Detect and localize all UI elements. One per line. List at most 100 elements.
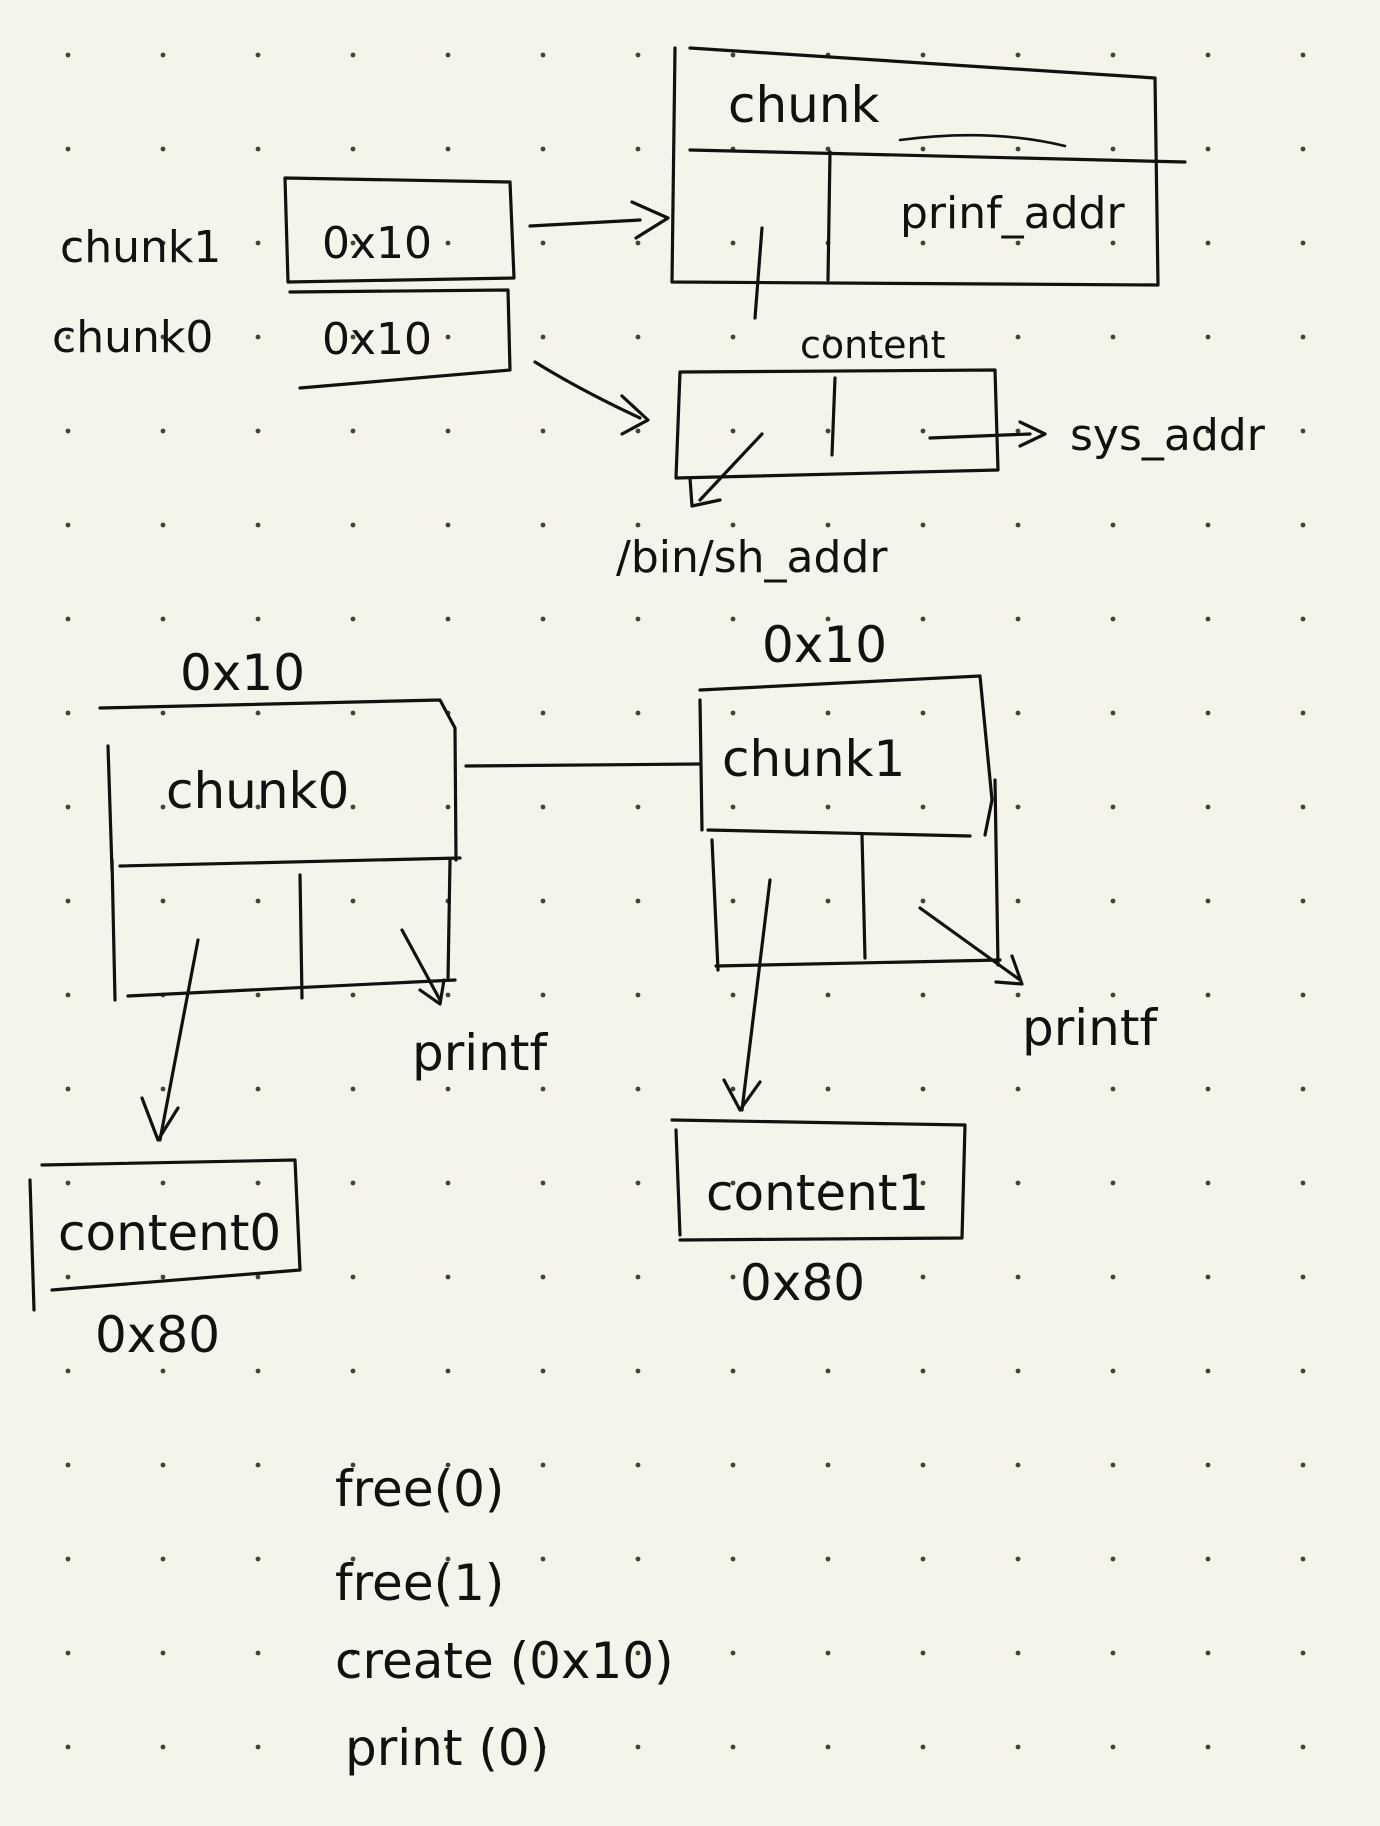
grid-dot [1015,1462,1021,1468]
grid-dot [825,710,831,716]
grid-dot [825,1180,831,1186]
binsh-arrow [698,432,764,502]
grid-dot [350,710,356,716]
grid-dot [1110,522,1116,528]
content1-pointer-arrow [740,878,772,1112]
grid-dot [350,992,356,998]
grid-dot [160,522,166,528]
grid-dot [1205,616,1211,622]
grid-dot [635,334,641,340]
grid-dot [445,1556,451,1562]
grid-dot [445,1274,451,1280]
grid-dot [635,616,641,622]
grid-dot [160,804,166,810]
grid-dot [1015,898,1021,904]
grid-dot [635,52,641,58]
grid-dot [635,240,641,246]
grid-dot [635,522,641,528]
grid-dot [160,1086,166,1092]
chunk0-cell-right [446,858,452,982]
chunk1-box-left [698,698,704,832]
chunk-box-cell-divider [826,150,832,282]
grid-dot [350,146,356,152]
grid-dot [1015,804,1021,810]
grid-dot [350,1744,356,1750]
content1-size-label: 0x80 [740,1254,865,1312]
grid-dot [920,146,926,152]
grid-dot [160,1274,166,1280]
grid-dot [1300,522,1306,528]
grid-dot [1015,1180,1021,1186]
grid-dot [635,992,641,998]
grid-dot [160,1744,166,1750]
grid-dot [1205,1650,1211,1656]
grid-dot [1300,334,1306,340]
grid-dot [350,428,356,434]
grid-dot [1300,428,1306,434]
grid-dot [350,616,356,622]
grid-dot [825,898,831,904]
grid-dot [65,1650,71,1656]
grid-dot [1110,1556,1116,1562]
grid-dot [635,1650,641,1656]
grid-dot [1205,1556,1211,1562]
grid-dot [635,804,641,810]
grid-dot [825,992,831,998]
chunk1-label: chunk1 [60,222,221,273]
grid-dot [255,1274,261,1280]
grid-dot [160,710,166,716]
grid-dot [920,1556,926,1562]
grid-dot [65,804,71,810]
grid-dot [1015,146,1021,152]
grid-dot [635,1556,641,1562]
grid-dot [540,1368,546,1374]
grid-dot [1205,992,1211,998]
grid-dot [730,1744,736,1750]
grid-dot [730,616,736,622]
grid-dot [1110,992,1116,998]
chunk1-title: chunk1 [722,730,905,788]
grid-dot [1300,804,1306,810]
grid-dot [825,1556,831,1562]
chunk0-cell-mid [298,873,304,1000]
grid-dot [1015,52,1021,58]
grid-dot [540,710,546,716]
grid-dot [1110,1086,1116,1092]
grid-dot [350,804,356,810]
grid-dot [540,522,546,528]
grid-dot [255,522,261,528]
grid-dot [540,804,546,810]
binsh-addr-label: /bin/sh_addr [616,532,888,583]
grid-dot [65,240,71,246]
grid-dot [1205,428,1211,434]
grid-dot [445,804,451,810]
dot-grid [65,52,1306,1750]
chunk-link-line [464,762,702,768]
grid-dot [160,334,166,340]
grid-dot [1300,1462,1306,1468]
grid-dot [540,146,546,152]
grid-dot [160,428,166,434]
grid-dot [445,146,451,152]
chunk1-cell-right [993,778,1000,967]
grid-dot [1110,240,1116,246]
grid-dot [635,1744,641,1750]
middle-section: 0x10 chunk0 printf content0 0x80 0x10 [28,616,1158,1364]
grid-dot [635,898,641,904]
grid-dot [920,52,926,58]
grid-dot [350,1368,356,1374]
grid-dot [1015,334,1021,340]
grid-dot [1300,52,1306,58]
grid-dot [255,1462,261,1468]
grid-dot [920,428,926,434]
grid-dot [350,1180,356,1186]
grid-dot [1205,898,1211,904]
chunk1-pointer-box [283,176,516,284]
binsh-arrowhead [688,476,722,508]
chunk0-printf-arrowhead [418,978,446,1006]
grid-dot [350,1650,356,1656]
grid-dot [540,616,546,622]
grid-dot [920,1086,926,1092]
grid-dot [730,1462,736,1468]
